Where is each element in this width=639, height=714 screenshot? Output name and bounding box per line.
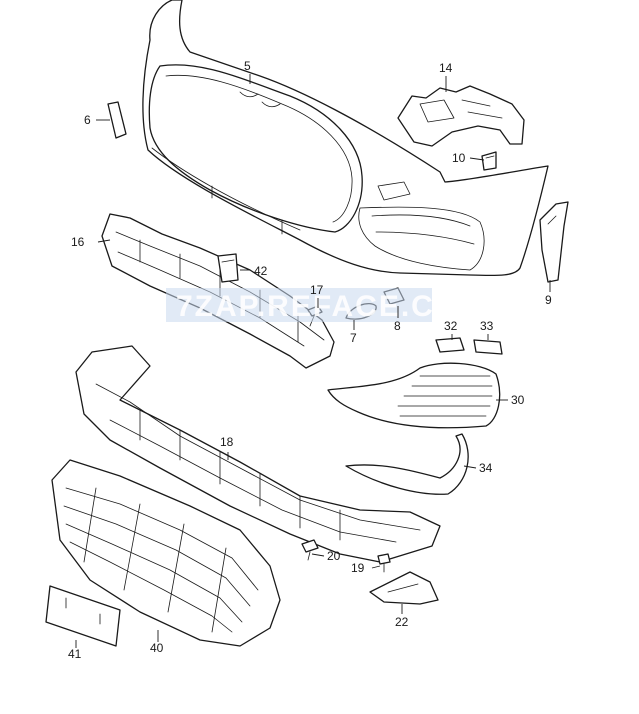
callout-17: 17 (310, 283, 324, 297)
clip-33-part (473, 339, 503, 355)
callout-10: 10 (452, 151, 466, 165)
side-grille-part (327, 362, 501, 429)
callout-30: 30 (511, 393, 525, 407)
callout-22: 22 (395, 615, 409, 629)
callout-42: 42 (254, 264, 268, 278)
clip-part (107, 101, 127, 139)
license-plate-part (45, 585, 121, 647)
retainer-part (481, 151, 497, 171)
watermark: 7ZAP.REFACE.COM (166, 288, 487, 323)
leader-lines (75, 74, 551, 648)
callout-7: 7 (350, 331, 357, 345)
screw-20-part (301, 539, 319, 561)
bracket-part (397, 85, 525, 147)
callout-8: 8 (394, 319, 401, 333)
clip-32-part (435, 337, 465, 353)
callout-20: 20 (327, 549, 341, 563)
callout-19: 19 (351, 561, 365, 575)
callout-14: 14 (439, 61, 453, 75)
callout-34: 34 (479, 461, 493, 475)
callout-41: 41 (68, 647, 82, 661)
side-bracket-part (539, 201, 569, 283)
callouts: 5 6 14 10 16 42 17 8 7 9 32 33 30 18 34 … (68, 59, 552, 661)
bumper-cover-part (142, 0, 549, 277)
lower-bracket-part (369, 571, 439, 605)
callout-6: 6 (84, 113, 91, 127)
callout-16: 16 (71, 235, 85, 249)
main-grille-part (51, 459, 281, 647)
lower-carrier-part (75, 345, 441, 563)
callout-9: 9 (545, 293, 552, 307)
watermark-text: 7ZAP.REFACE.COM (176, 290, 487, 323)
callout-5: 5 (244, 59, 251, 73)
trim-strip-part (345, 433, 469, 495)
callout-40: 40 (150, 641, 164, 655)
screw-19-part (377, 553, 391, 573)
plate-part (217, 253, 239, 283)
callout-18: 18 (220, 435, 234, 449)
callout-32: 32 (444, 319, 458, 333)
callout-33: 33 (480, 319, 494, 333)
